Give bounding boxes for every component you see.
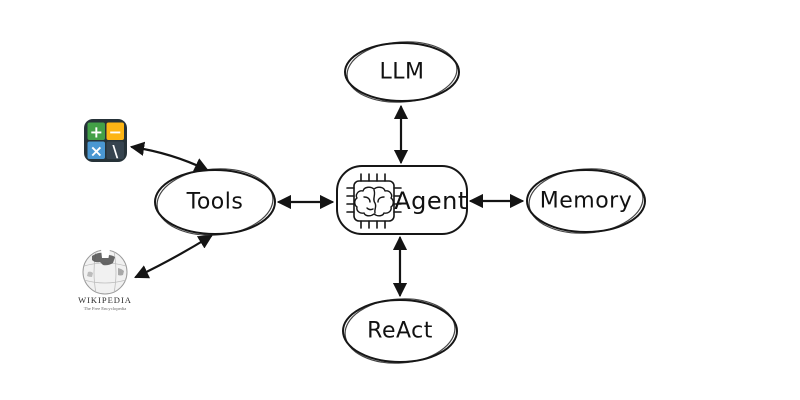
calculator-multiply-key (87, 141, 105, 159)
diagram-edges (129, 104, 525, 298)
calculator-icon: + − × \ (84, 119, 127, 162)
node-agent-label: Agent (394, 187, 468, 215)
node-tools-label: Tools (186, 190, 244, 215)
node-memory: Memory (526, 168, 646, 234)
node-agent: Agent (336, 165, 468, 235)
edge-wikipedia-tools (134, 234, 213, 279)
calculator-multiply-symbol: × (90, 141, 103, 160)
edge-calculator-tools (129, 141, 209, 172)
calculator-plus-symbol: + (90, 122, 103, 141)
calculator-minus-symbol: − (109, 122, 122, 141)
calculator-divide-symbol: \ (112, 141, 118, 160)
wikipedia-wordmark: WIKIPEDIA (78, 295, 132, 305)
node-react: ReAct (342, 298, 458, 364)
node-memory-label: Memory (540, 189, 632, 214)
calculator-plus-key (87, 122, 105, 140)
node-llm-label: LLM (380, 60, 425, 85)
node-react-label: ReAct (367, 319, 433, 344)
calculator-divide-key (106, 141, 124, 159)
wikipedia-tagline: The Free Encyclopedia (84, 306, 127, 311)
node-llm: LLM (344, 41, 460, 103)
wikipedia-logo: WIKIPEDIA The Free Encyclopedia (78, 249, 132, 311)
chip-brain-icon (346, 173, 402, 229)
node-tools: Tools (154, 168, 276, 236)
calculator-minus-key (106, 122, 124, 140)
